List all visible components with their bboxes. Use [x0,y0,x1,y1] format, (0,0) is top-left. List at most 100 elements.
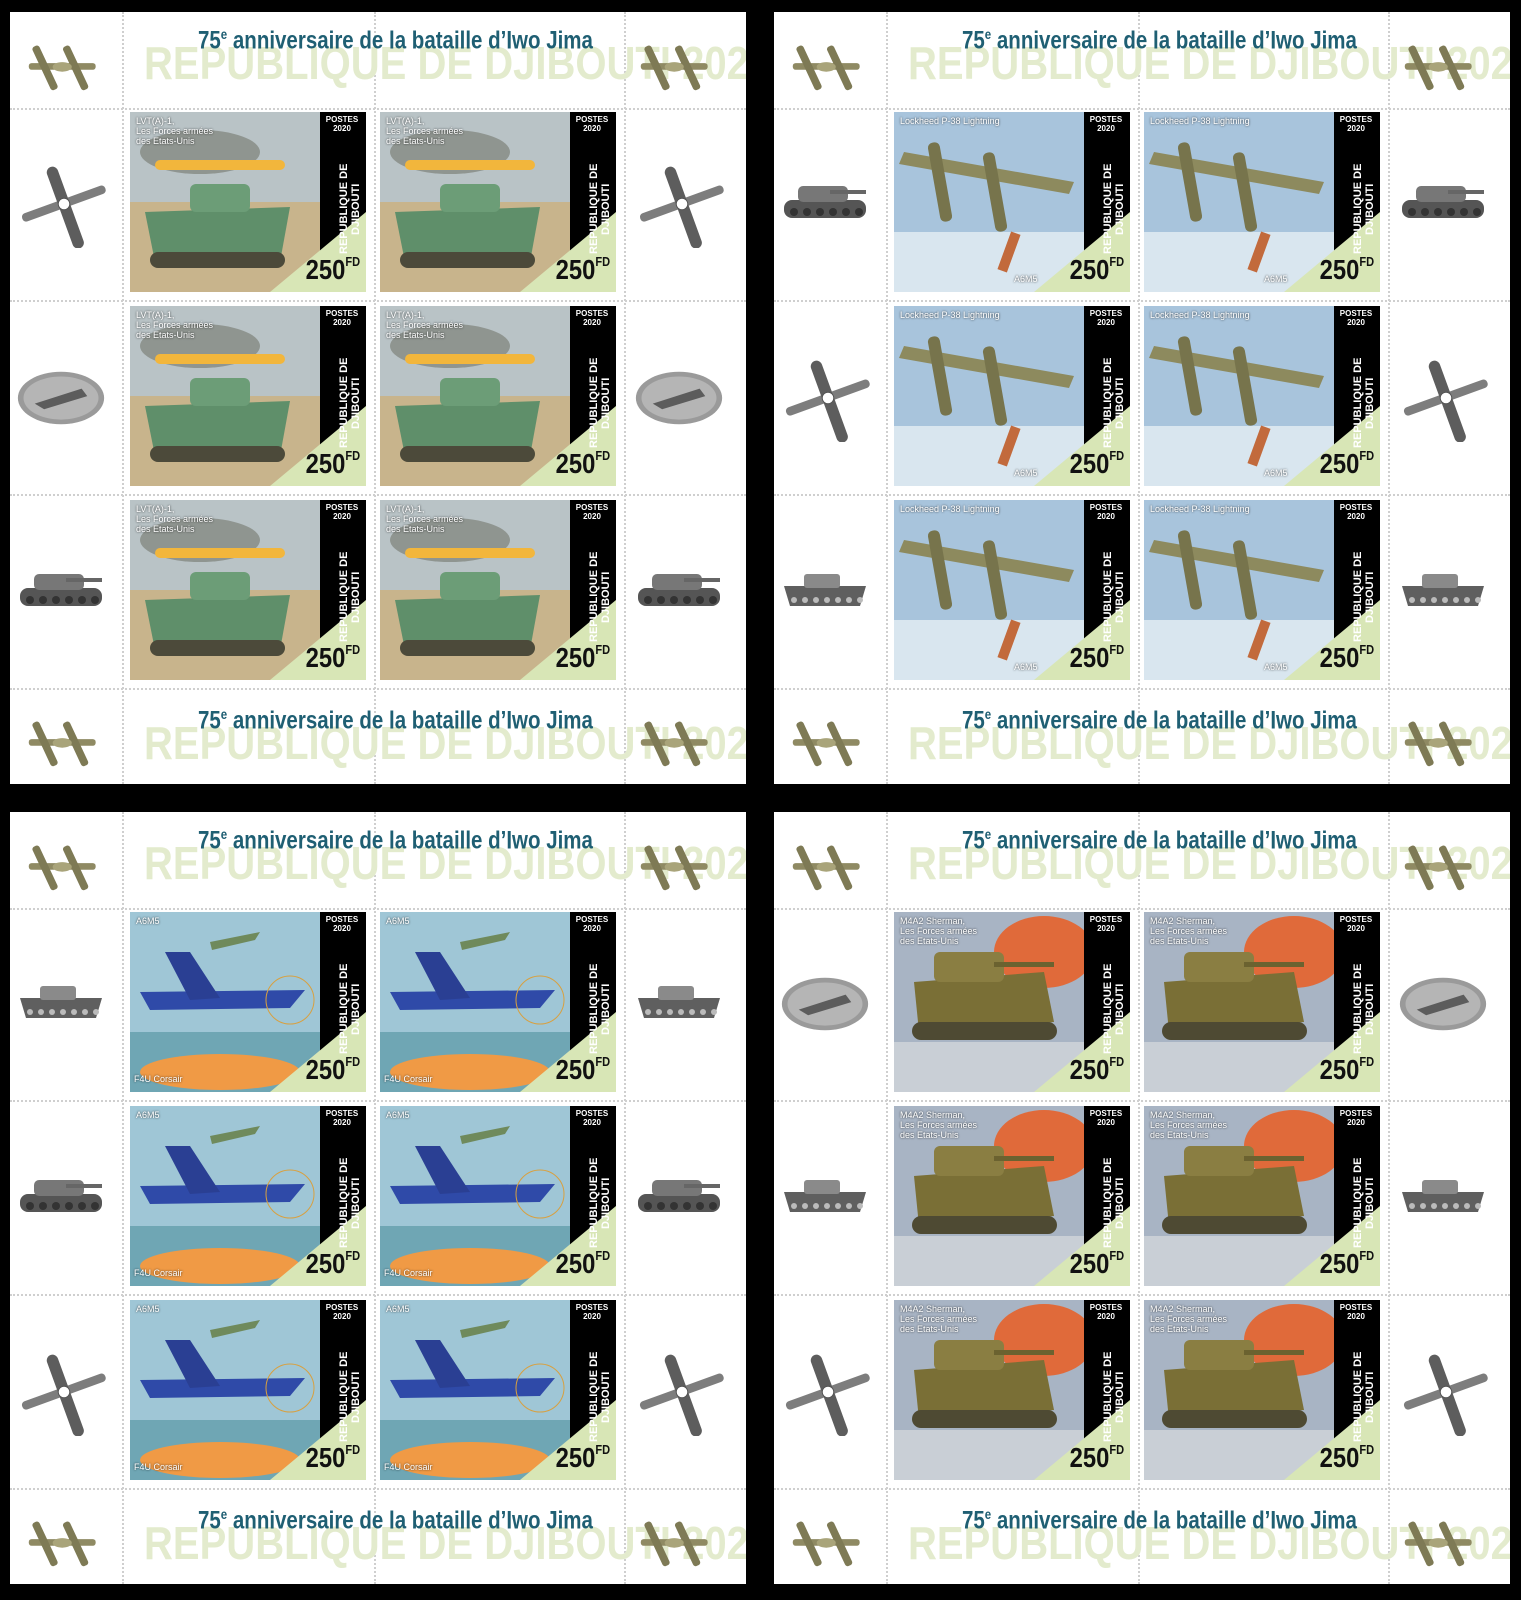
stamp-artwork [1144,912,1334,1092]
stamp-subcaption: A6M5 [1264,468,1288,478]
stamp-value-triangle [1284,212,1380,292]
sheet-title: 75e anniversaire de la bataille d’Iwo Ji… [962,26,1357,55]
stamp-country: REPUBLIQUE DE DJIBOUTI [338,1157,362,1249]
stamp-arabic-country: جمهورية جيبوتي [573,1146,585,1235]
amphibious-tank-icon [1402,574,1484,606]
sheet-banner-bottom: REPUBLIQUE DE DJIBOUTI 2020 75e annivers… [130,1498,746,1578]
stamp-arabic-country: جمهورية جيبوتي [573,346,585,435]
p38-plane-icon [792,721,860,767]
stamp-value-triangle [1034,600,1130,680]
perforation-row [10,300,746,302]
stamp-country: REPUBLIQUE DE DJIBOUTI [338,963,362,1055]
stamp-caption: Lockheed P-38 Lightning [1150,504,1250,514]
stamp-country: REPUBLIQUE DE DJIBOUTI [338,551,362,643]
stamp-arabic-country: جمهورية جيبوتي [573,952,585,1041]
p38-plane-icon [640,1521,708,1567]
stamp-subcaption: A6M5 [1014,274,1038,284]
stamp-value: 250FD [305,1248,360,1279]
stamp-artwork [1144,1300,1334,1480]
p38-plane-icon [640,45,708,91]
stamp-value: 250FD [1069,1054,1124,1085]
perforation-column [122,812,124,1584]
sheet-banner-bottom: REPUBLIQUE DE DJIBOUTI 2020 75e annivers… [894,698,1510,778]
stamp-country: REPUBLIQUE DE DJIBOUTI [1352,551,1376,643]
zero-plane-icon [1403,360,1488,442]
stamp-arabic-country: جمهورية جيبوتي [1087,540,1099,629]
sheet-banner-top: REPUBLIQUE DE DJIBOUTI 2020 75e annivers… [130,18,746,98]
stamp-subcaption: F4U Corsair [384,1074,433,1084]
perforation-row [774,1100,1510,1102]
stamp-arabic-country: جمهورية جيبوتي [1337,346,1349,435]
stamp-value: 250FD [1069,254,1124,285]
perforation-row [774,1488,1510,1490]
stamp-value-triangle [520,600,616,680]
stamp-caption: Lockheed P-38 Lightning [1150,116,1250,126]
sheet-title: 75e anniversaire de la bataille d’Iwo Ji… [198,1506,593,1535]
tank-icon [1402,186,1484,218]
stamp-value: 250FD [1069,642,1124,673]
stamp-caption: A6M5 [386,1304,410,1314]
stamp-arabic-country: جمهورية جيبوتي [573,540,585,629]
stamp-country: REPUBLIQUE DE DJIBOUTI [1352,1351,1376,1443]
stamp-subcaption: A6M5 [1264,662,1288,672]
stamp-country: REPUBLIQUE DE DJIBOUTI [588,963,612,1055]
stamp-value-triangle [1284,600,1380,680]
stamp-subcaption: A6M5 [1014,662,1038,672]
perforation-row [10,108,746,110]
stamp-value: 250FD [555,254,610,285]
stamp-arabic-country: جمهورية جيبوتي [1337,952,1349,1041]
stamp-country: REPUBLIQUE DE DJIBOUTI [1102,551,1126,643]
stamp-country: REPUBLIQUE DE DJIBOUTI [1102,1351,1126,1443]
stamp-arabic-country: جمهورية جيبوتي [1087,152,1099,241]
stamp-caption: A6M5 [386,916,410,926]
sheet-watermark: REPUBLIQUE DE DJIBOUTI 2020 [144,837,746,889]
perforation-row [774,300,1510,302]
p38-plane-icon [1404,845,1472,891]
tank-icon [20,574,102,606]
zero-plane-icon [785,1354,870,1436]
stamp-value: 250FD [1069,1442,1124,1473]
sheet-top-right: REPUBLIQUE DE DJIBOUTI 2020 75e annivers… [774,12,1510,784]
perforation-column [624,812,626,1584]
perforation-row [10,688,746,690]
perforation-row [774,908,1510,910]
stamp-subcaption: F4U Corsair [384,1268,433,1278]
perforation-row [774,108,1510,110]
stamp-artwork [130,112,320,292]
zero-plane-icon [1403,1354,1488,1436]
stamp-country: REPUBLIQUE DE DJIBOUTI [588,163,612,255]
stamp-subcaption: A6M5 [1264,274,1288,284]
stamp-country: REPUBLIQUE DE DJIBOUTI [1352,357,1376,449]
stamp-value-triangle [270,1206,366,1286]
zero-plane-icon [21,166,106,248]
perforation-column [1138,12,1140,784]
stamp-arabic-country: جمهورية جيبوتي [1087,1340,1099,1429]
stamp-country: REPUBLIQUE DE DJIBOUTI [1102,163,1126,255]
stamp-artwork [130,500,320,680]
stamp-value-triangle [1284,1400,1380,1480]
stamp-arabic-country: جمهورية جيبوتي [323,1340,335,1429]
stamp-country: REPUBLIQUE DE DJIBOUTI [338,1351,362,1443]
amphibious-tank-icon [20,986,102,1018]
sheet-banner-top: REPUBLIQUE DE DJIBOUTI 2020 75e annivers… [894,18,1510,98]
perforation-column [122,12,124,784]
